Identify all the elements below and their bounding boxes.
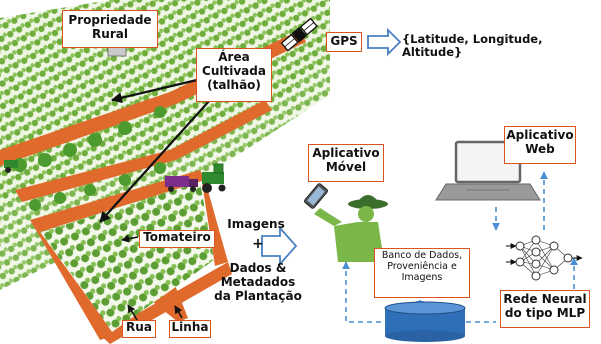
rede-neural-label: Rede Neural do tipo MLP	[500, 290, 590, 328]
imagens-text: Imagens	[227, 217, 285, 231]
roadside-trees	[13, 106, 166, 211]
farmer-icon	[314, 195, 388, 262]
area-cultivada-label: Área Cultivada (talhão)	[196, 48, 272, 102]
aplicativo-movel-label: Aplicativo Móvel	[308, 144, 384, 182]
hollow-arrow-icon	[367, 27, 402, 57]
small-tractor-icon	[4, 160, 18, 173]
dados-metadados-text: Dados & Metadados da Plantação	[214, 261, 302, 303]
neural-network-icon	[506, 235, 583, 281]
data-flow-arrow-icon	[261, 225, 298, 267]
label-pointer-arrows	[121, 234, 183, 321]
aplicativo-web-label: Aplicativo Web	[504, 126, 576, 164]
satellite-icon	[280, 17, 318, 52]
gps-label: GPS	[326, 32, 362, 52]
tomateiro-label: Tomateiro	[139, 230, 215, 248]
plantation-rows	[42, 182, 214, 332]
truck-icon	[165, 176, 198, 192]
database-icon	[384, 301, 466, 342]
gps-coordinates-text: {Latitude, Longitude, Altitude}	[402, 32, 543, 60]
laptop-icon	[435, 140, 541, 201]
linha-label: Linha	[169, 320, 211, 338]
plus-sign: +	[252, 236, 264, 252]
tractor-icon	[202, 163, 226, 193]
area-pointer-arrows	[99, 78, 211, 223]
rua-label: Rua	[122, 320, 156, 338]
smartphone-icon	[304, 183, 328, 209]
propriedade-rural-label: Propriedade Rural	[62, 10, 158, 48]
banco-de-dados-label: Banco de Dados, Proveniência e Imagens	[374, 248, 470, 298]
